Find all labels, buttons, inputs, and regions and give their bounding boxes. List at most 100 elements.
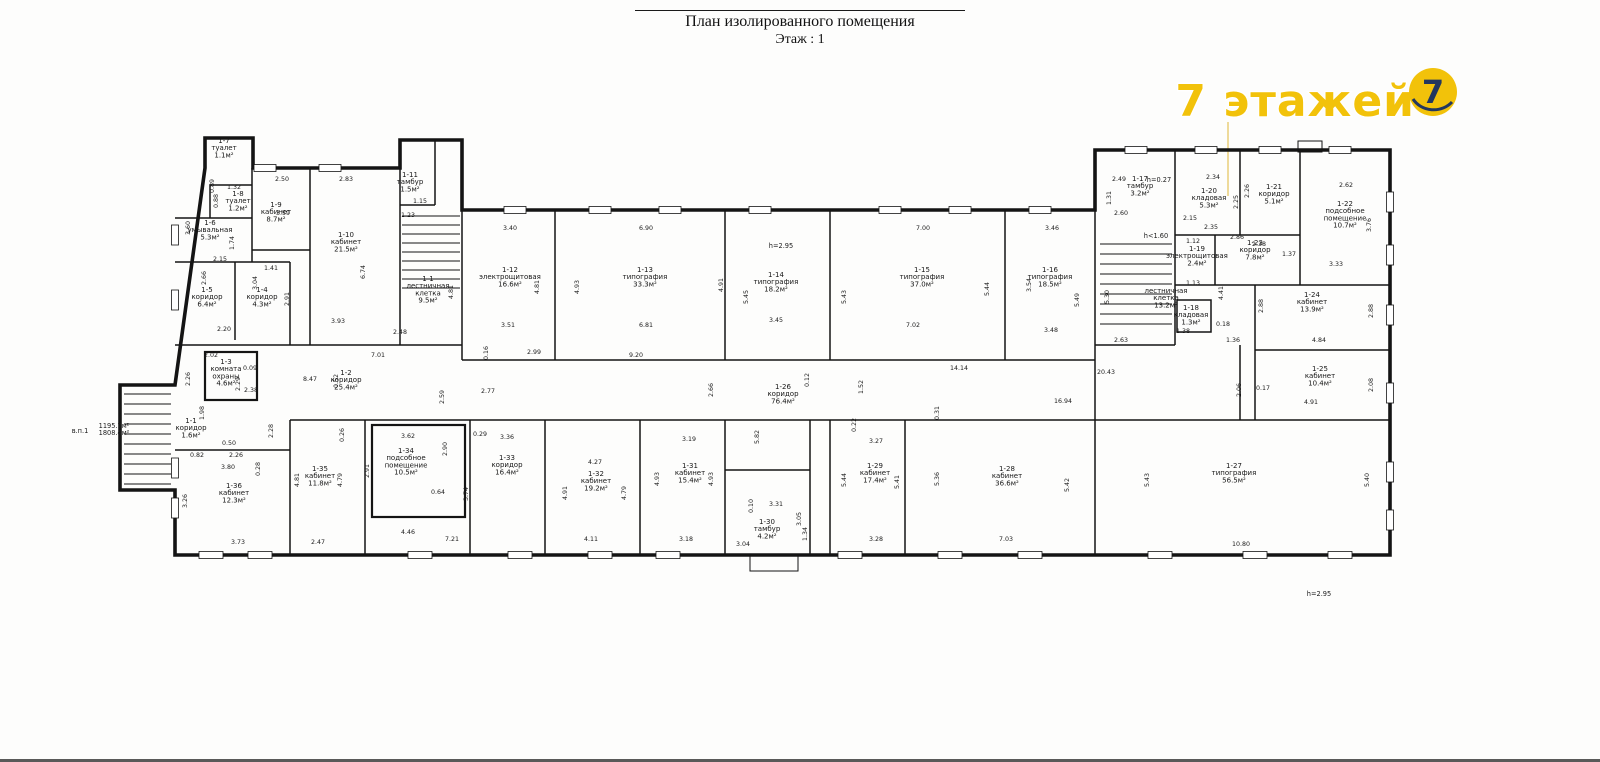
- dimension-label: 4.81: [534, 280, 541, 294]
- dimension-label: 5.82: [754, 430, 761, 444]
- dimension-label: 3.76: [1366, 218, 1373, 232]
- dimension-label: 3.40: [503, 225, 517, 232]
- outer-walls: [118, 136, 1392, 557]
- stair-treads: [124, 215, 1172, 485]
- dimension-label: 5.44: [841, 473, 848, 487]
- dimension-label: 20.43: [1097, 369, 1115, 376]
- dimension-label: 4.27: [588, 459, 602, 466]
- dimension-label: 0.28: [255, 462, 262, 476]
- dimension-label: 2.91: [364, 464, 371, 478]
- dimension-label: 7.02: [906, 322, 920, 329]
- dimension-label: 3.26: [182, 494, 189, 508]
- dimension-label: 14.14: [950, 365, 968, 372]
- scan-edge-artifact: [0, 759, 1600, 762]
- dimension-label: 4.84: [1312, 337, 1326, 344]
- dimension-label: 2.20: [217, 326, 231, 333]
- dimension-label: 6.81: [639, 322, 653, 329]
- dimension-label: 2.26: [229, 452, 243, 459]
- dimension-label: 3.80: [221, 464, 235, 471]
- dimension-label: 3.48: [1044, 327, 1058, 334]
- watermark-logo-swoosh: [1411, 98, 1454, 112]
- dimension-label: 3.60: [185, 221, 192, 235]
- dimension-label: 2.28: [268, 424, 275, 438]
- dimension-label: 2.88: [1368, 304, 1375, 318]
- dimension-label: 0.17: [1256, 385, 1270, 392]
- dimension-label: 4.79: [621, 486, 628, 500]
- dimension-label: 1.98: [199, 406, 206, 420]
- dimension-label: 1.37: [1282, 251, 1296, 258]
- dimension-label: 2.15: [1183, 215, 1197, 222]
- dimension-label: 3.59: [276, 210, 290, 217]
- dimension-label: 6.74: [360, 265, 367, 279]
- dimension-label: 4.93: [708, 472, 715, 486]
- dimension-label: 3.05: [796, 512, 803, 526]
- dimension-label: 2.35: [1204, 224, 1218, 231]
- dimension-label: 2.83: [339, 176, 353, 183]
- dimension-label: 2.62: [1339, 182, 1353, 189]
- dimension-label: 2.49: [1112, 176, 1126, 183]
- dimension-label: 4.81: [294, 473, 301, 487]
- dimension-label: 1.13: [1186, 280, 1200, 287]
- dimension-label: 0.31: [934, 406, 941, 420]
- dimension-label: 2.29: [235, 377, 242, 391]
- dimension-label: 3.74: [463, 487, 470, 501]
- dimension-label: 4.79: [337, 473, 344, 487]
- dimension-label: 5.41: [894, 475, 901, 489]
- dimension-label: 2.50: [275, 176, 289, 183]
- dimension-label: 4.91: [562, 486, 569, 500]
- dimension-label: 0.88: [213, 194, 220, 208]
- dimension-label: 3.73: [231, 539, 245, 546]
- note-label: h<1.60: [1144, 232, 1168, 240]
- dimension-label: 2.90: [442, 442, 449, 456]
- dimension-label: 0.52: [333, 374, 340, 388]
- dimension-label: 3.36: [500, 434, 514, 441]
- dimension-label: 8.47: [303, 376, 317, 383]
- dimension-label: 3.45: [769, 317, 783, 324]
- dimension-label: 2.60: [1114, 210, 1128, 217]
- dimension-label: 2.86: [1230, 234, 1244, 241]
- dimension-label: 2.15: [213, 256, 227, 263]
- dimension-label: 4.93: [654, 472, 661, 486]
- watermark-text: 7 этажей: [1175, 76, 1415, 127]
- dimension-label: 1.15: [413, 198, 427, 205]
- dimension-label: 2.34: [1206, 174, 1220, 181]
- dimension-label: 2.47: [311, 539, 325, 546]
- dimension-label: 2.08: [1368, 378, 1375, 392]
- dimension-label: 1.41: [264, 265, 278, 272]
- dimension-label: 2.66: [201, 271, 208, 285]
- dimension-label: 1.34: [802, 527, 809, 541]
- dimension-label: 5.49: [1074, 293, 1081, 307]
- dimension-label: 1.31: [1106, 191, 1113, 205]
- dimension-label: 4.91: [718, 278, 725, 292]
- dimension-label: 7.03: [999, 536, 1013, 543]
